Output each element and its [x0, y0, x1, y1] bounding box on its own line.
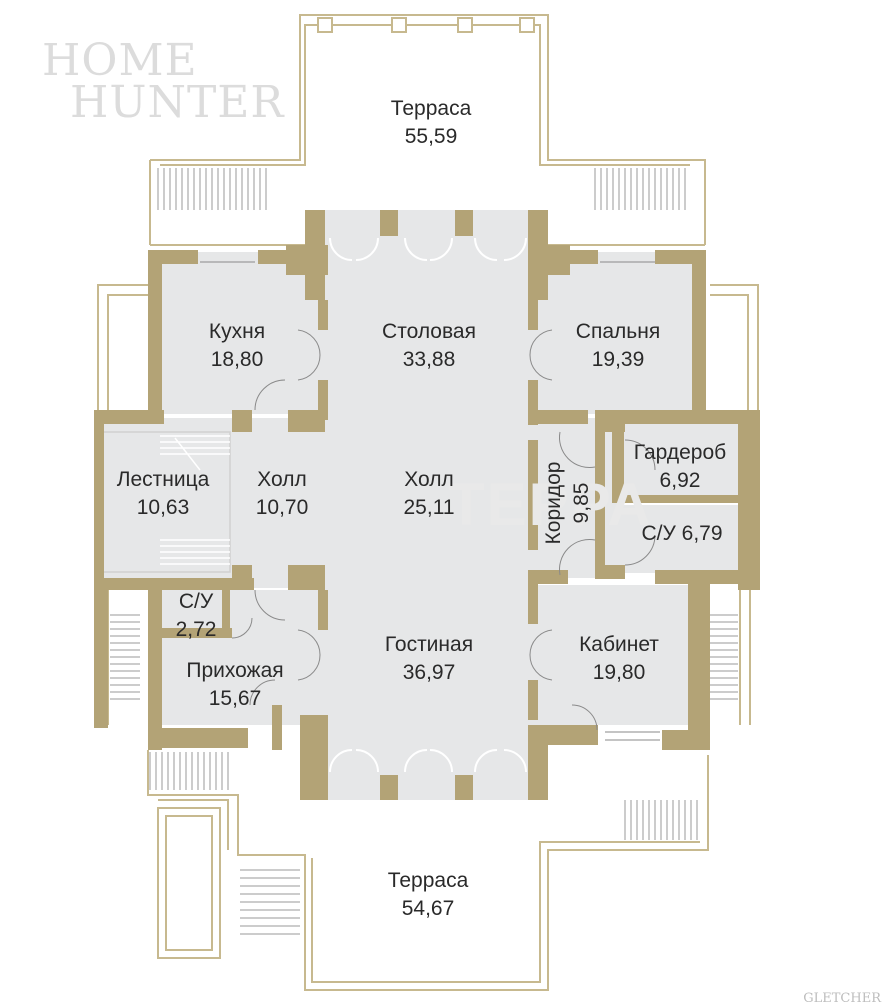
room-label-stairs: Лестница 10,63	[117, 466, 210, 522]
door-lines	[200, 261, 660, 741]
terra-watermark: ТЕРРА	[448, 471, 653, 538]
door-swings	[329, 237, 527, 773]
left-side-steps	[110, 614, 140, 700]
room-label-entrance: Прихожая 15,67	[186, 657, 283, 713]
walls	[94, 210, 760, 800]
room-name: Столовая	[382, 320, 476, 343]
room-area: 25,11	[403, 496, 455, 519]
room-label-hall-small: Холл 10,70	[256, 466, 309, 522]
room-label-kitchen: Кухня 18,80	[209, 318, 265, 374]
room-name: Терраса	[387, 869, 469, 892]
room-name: С/У	[641, 522, 676, 545]
room-area: 9,85	[570, 482, 593, 524]
room-area: 10,70	[255, 496, 309, 519]
home-hunter-watermark: HOME HUNTER	[42, 35, 285, 128]
terrace-top-outline	[149, 14, 706, 246]
terrace-bottom-outline	[147, 750, 709, 991]
watermark-home-text: HOME	[42, 35, 198, 86]
room-area: 19,80	[592, 661, 646, 684]
room-area: 19,39	[591, 348, 645, 371]
room-area: 2,72	[175, 618, 217, 641]
room-area: 15,67	[208, 687, 262, 710]
room-name: Терраса	[390, 97, 472, 120]
room-label-bath-right: С/У 6,79	[641, 520, 722, 548]
room-label-terrace-top: Терраса 55,59	[391, 95, 472, 151]
room-area: 33,88	[402, 348, 456, 371]
room-label-hall-main: Холл 25,11	[404, 466, 455, 522]
room-area: 6,79	[681, 522, 723, 545]
right-side-steps	[710, 614, 738, 700]
room-label-study: Кабинет 19,80	[579, 631, 659, 687]
bottom-left-steps	[149, 752, 300, 935]
room-label-dining: Столовая 33,88	[382, 318, 476, 374]
room-name: Спальня	[575, 320, 661, 343]
room-area: 18,80	[210, 348, 264, 371]
staircase	[101, 431, 231, 573]
room-name: Коридор	[542, 461, 565, 545]
room-name: Прихожая	[186, 659, 284, 682]
room-name: С/У	[178, 590, 214, 613]
room-label-terrace-bottom: Терраса 54,67	[388, 867, 469, 923]
watermark-hunter-text: HUNTER	[70, 77, 285, 128]
room-label-wardrobe: Гардероб 6,92	[634, 439, 726, 495]
room-label-corridor: Коридор 9,85	[540, 462, 596, 545]
room-area: 6,92	[659, 469, 701, 492]
top-left-steps	[157, 168, 267, 210]
room-label-bath-left: С/У 2,72	[176, 588, 217, 644]
top-right-steps	[594, 168, 686, 210]
credit-watermark: GLETCHER	[803, 991, 881, 1006]
room-label-bedroom: Спальня 19,39	[576, 318, 660, 374]
room-name: Кабинет	[579, 633, 659, 656]
room-name: Лестница	[116, 468, 210, 491]
room-area: 55,59	[404, 125, 458, 148]
room-name: Холл	[404, 468, 454, 491]
room-name: Кухня	[208, 320, 266, 343]
room-label-living: Гостиная 36,97	[385, 631, 473, 687]
room-name: Гостиная	[384, 633, 474, 656]
bottom-right-steps	[624, 800, 698, 840]
room-name: Гардероб	[633, 441, 727, 464]
room-area: 54,67	[401, 897, 455, 920]
room-area: 36,97	[402, 661, 456, 684]
room-name: Холл	[257, 468, 307, 491]
room-area: 10,63	[136, 496, 190, 519]
